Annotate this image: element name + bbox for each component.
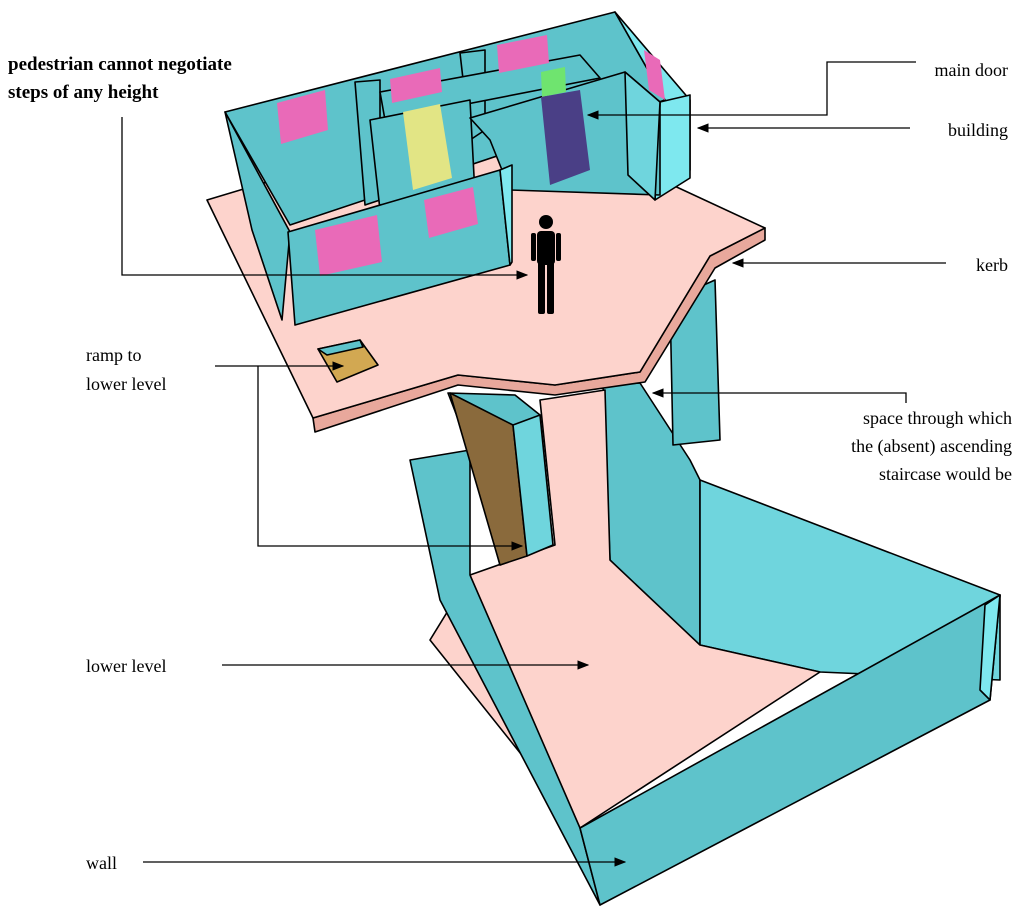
staircase-label-line1: space through which bbox=[863, 408, 1012, 428]
upper-ramp-wall bbox=[317, 339, 364, 356]
poster-3 bbox=[497, 35, 549, 73]
poster-4 bbox=[644, 50, 665, 100]
building-label: building bbox=[948, 120, 1008, 140]
pedestrian-label-line2: steps of any height bbox=[8, 82, 159, 103]
person-figure-icon bbox=[531, 215, 561, 314]
poster-2 bbox=[390, 68, 442, 103]
ramp-label-line2: lower level bbox=[86, 374, 166, 394]
door-wall-side bbox=[624, 71, 661, 201]
poster-1 bbox=[277, 90, 328, 144]
main-door bbox=[541, 90, 590, 185]
lower-level-structure bbox=[409, 279, 1001, 906]
wall-label: wall bbox=[86, 853, 117, 873]
lower-level-label: lower level bbox=[86, 656, 166, 676]
pedestrian-leader bbox=[121, 117, 529, 280]
poster-green bbox=[541, 67, 566, 97]
poster-5 bbox=[315, 215, 382, 276]
staircase-label-line2: the (absent) ascending bbox=[851, 436, 1012, 457]
poster-6 bbox=[424, 187, 478, 238]
staircase-label-line3: staircase would be bbox=[879, 464, 1012, 484]
labels: pedestrian cannot negotiate steps of any… bbox=[8, 54, 1012, 873]
main-door-leader bbox=[586, 61, 916, 120]
building-left-wall bbox=[224, 111, 291, 321]
leader-lines bbox=[121, 61, 946, 867]
ramp-leader-lower bbox=[257, 366, 524, 551]
right-wall bbox=[979, 594, 1001, 701]
poster-yellow bbox=[403, 104, 452, 190]
kerb-label: kerb bbox=[976, 255, 1008, 275]
corridor-pillar bbox=[512, 414, 554, 557]
staircase-leader bbox=[651, 388, 907, 403]
building bbox=[224, 11, 691, 326]
ramp-label-line1: ramp to bbox=[86, 345, 142, 365]
main-door-label: main door bbox=[935, 60, 1009, 80]
front-partition-end bbox=[499, 164, 513, 266]
pedestrian-label-line1: pedestrian cannot negotiate bbox=[8, 54, 232, 75]
